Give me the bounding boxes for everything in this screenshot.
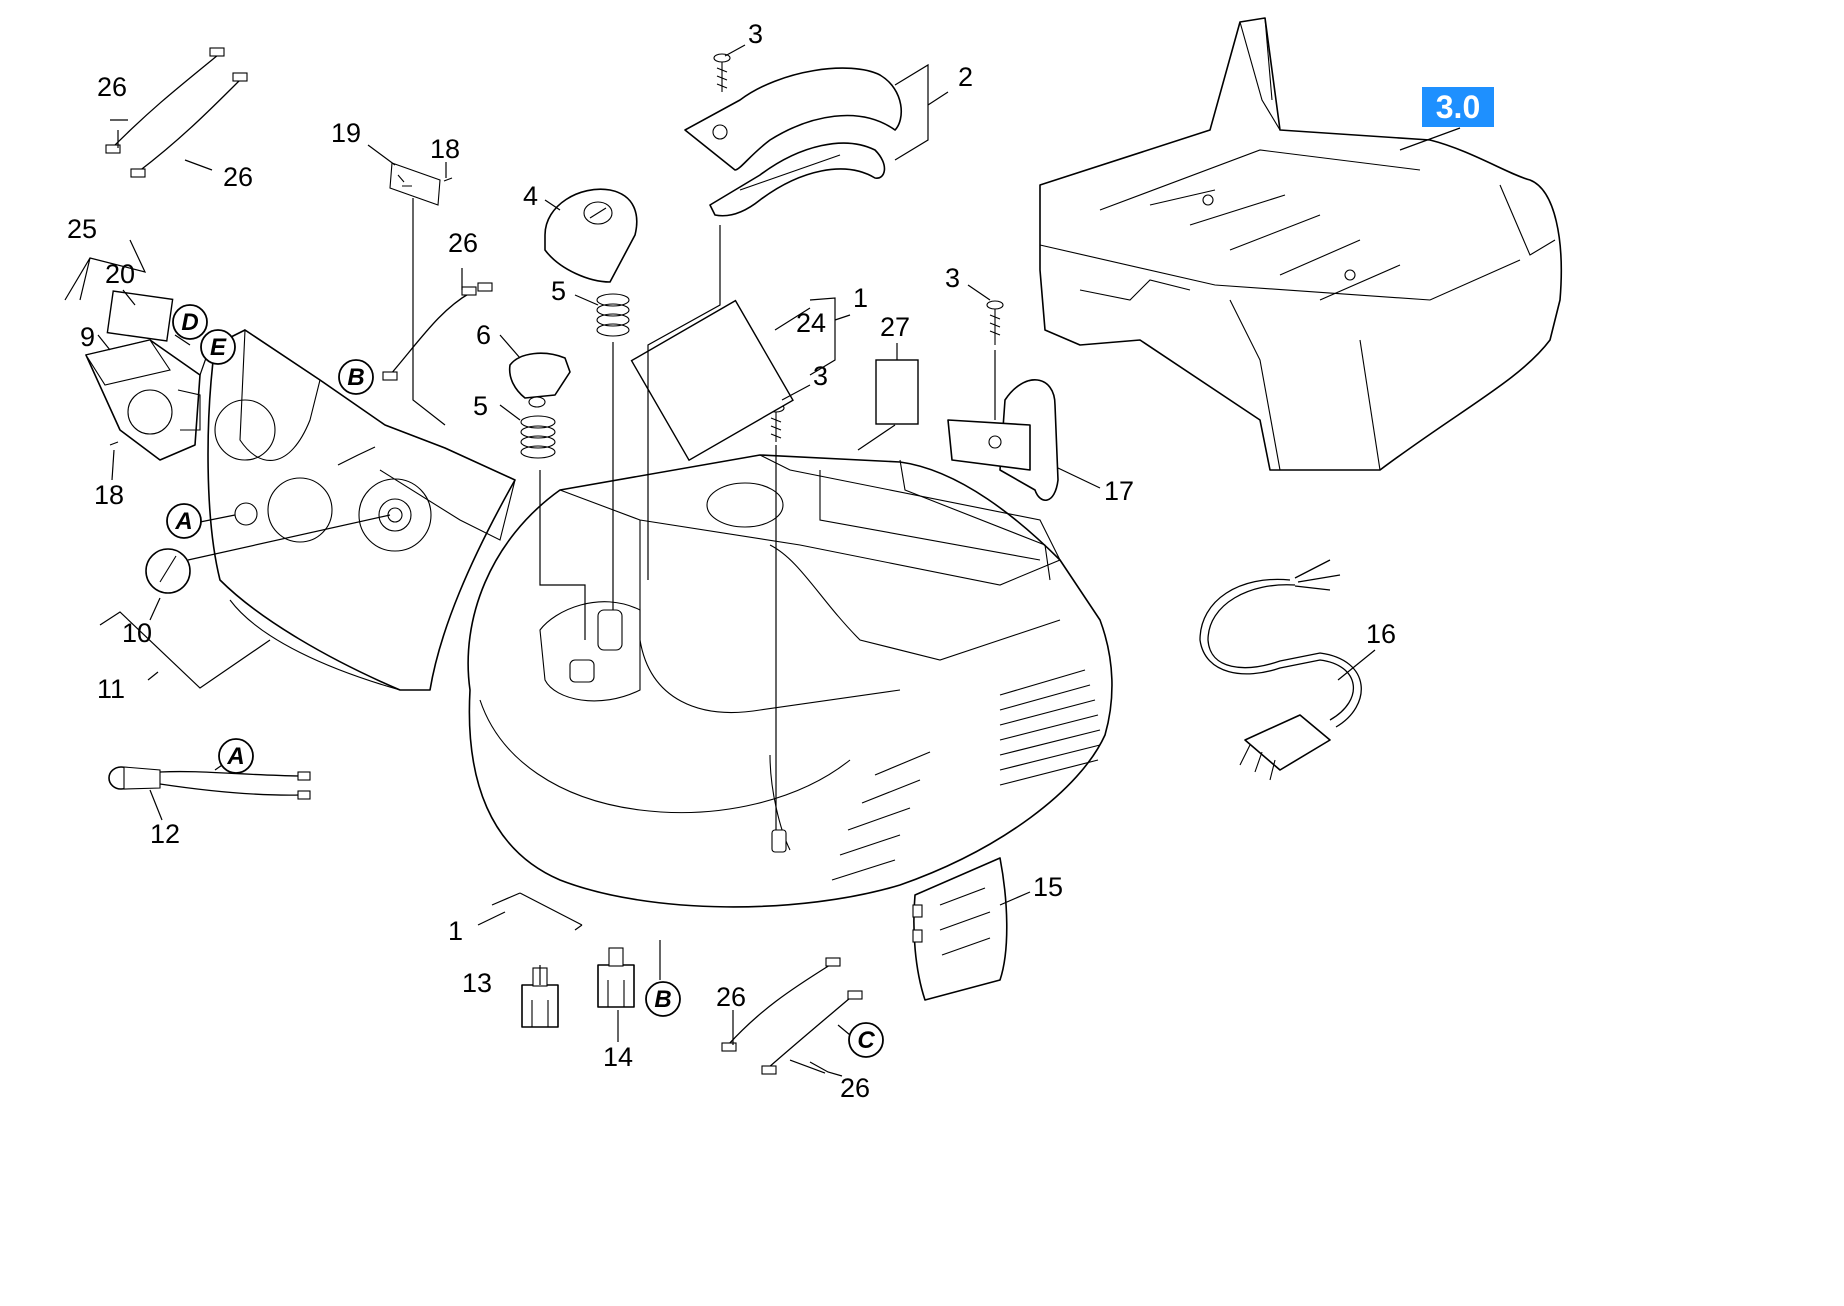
callout-3-top: 3 <box>748 19 763 49</box>
callout-1-bottom: 1 <box>448 916 463 946</box>
callout-26-bottom-a: 26 <box>716 982 746 1012</box>
connector-block <box>521 967 559 1028</box>
callout-26-mid: 26 <box>448 228 478 258</box>
wire-harness <box>382 282 493 381</box>
pin <box>443 177 453 182</box>
label-sticker <box>630 299 794 462</box>
vent-grille <box>831 669 1101 881</box>
callout-1-top: 1 <box>853 283 868 313</box>
callout-2: 2 <box>958 62 973 92</box>
letter-A-lamp: A <box>218 738 254 774</box>
callout-10: 10 <box>122 618 152 648</box>
spring <box>596 293 630 337</box>
callout-27: 27 <box>880 312 910 342</box>
callout-numbers: 2 3 3 3 4 5 5 6 24 1 27 17 16 15 26 26 1… <box>67 19 1396 1103</box>
callout-9: 9 <box>80 322 95 352</box>
svg-text:E: E <box>210 334 227 361</box>
callout-4: 4 <box>523 181 538 211</box>
page-badge: 3.0 <box>1422 87 1494 127</box>
indicator-lamp <box>108 766 311 800</box>
wire-harness <box>721 957 863 1075</box>
knob-cap <box>544 188 638 283</box>
warning-label <box>875 359 919 425</box>
callout-5-lower: 5 <box>473 391 488 421</box>
callout-26-top-b: 26 <box>223 162 253 192</box>
callout-15: 15 <box>1033 872 1063 902</box>
callout-26-top-a: 26 <box>97 72 127 102</box>
letter-B-panel: B <box>338 359 374 395</box>
connection-letters: D E B A A B C <box>166 304 884 1058</box>
letter-B-bottom: B <box>645 981 681 1017</box>
letter-E: E <box>200 329 236 365</box>
callout-18-left: 18 <box>94 480 124 510</box>
front-panel <box>207 329 516 691</box>
connector-block <box>597 947 635 1008</box>
callout-17: 17 <box>1104 476 1134 506</box>
letter-A-panel: A <box>166 503 202 539</box>
svg-text:C: C <box>857 1027 875 1054</box>
cover-plate <box>912 857 1008 1001</box>
callout-16: 16 <box>1366 619 1396 649</box>
base-housing <box>467 454 1113 908</box>
exploded-parts-diagram: 2 3 3 3 4 5 5 6 24 1 27 17 16 15 26 26 1… <box>64 17 1563 1103</box>
lid-label <box>106 290 174 342</box>
letter-C: C <box>848 1022 884 1058</box>
base-tray <box>1039 17 1563 471</box>
screw <box>713 53 731 92</box>
cord-clip <box>947 379 1059 501</box>
callout-12: 12 <box>150 819 180 849</box>
svg-text:A: A <box>174 508 192 535</box>
small-screw <box>109 441 119 446</box>
callout-19: 19 <box>331 118 361 148</box>
switch-plate <box>389 162 441 206</box>
trigger-knob <box>508 352 571 408</box>
callout-3-right: 3 <box>945 263 960 293</box>
callout-6: 6 <box>476 320 491 350</box>
spring <box>520 415 556 459</box>
callout-13: 13 <box>462 968 492 998</box>
screw <box>986 300 1004 345</box>
svg-text:A: A <box>226 743 244 770</box>
switch-box <box>85 339 201 461</box>
callout-11: 11 <box>97 674 125 704</box>
letter-D: D <box>172 304 208 340</box>
callout-3-mid: 3 <box>813 361 828 391</box>
callout-5-upper: 5 <box>551 276 566 306</box>
callout-24: 24 <box>796 308 826 338</box>
wire-harness <box>105 47 248 178</box>
callout-20: 20 <box>105 259 135 289</box>
leader-lines <box>64 44 1461 1077</box>
control-knob <box>145 548 191 594</box>
svg-text:B: B <box>654 986 671 1013</box>
callout-14: 14 <box>603 1042 633 1072</box>
power-cord <box>1199 559 1362 781</box>
handle-assembly <box>684 67 902 217</box>
svg-text:B: B <box>347 364 364 391</box>
callout-18-top: 18 <box>430 134 460 164</box>
callout-26-bottom-b: 26 <box>840 1073 870 1103</box>
svg-text:D: D <box>181 309 198 336</box>
callout-25: 25 <box>67 214 97 244</box>
